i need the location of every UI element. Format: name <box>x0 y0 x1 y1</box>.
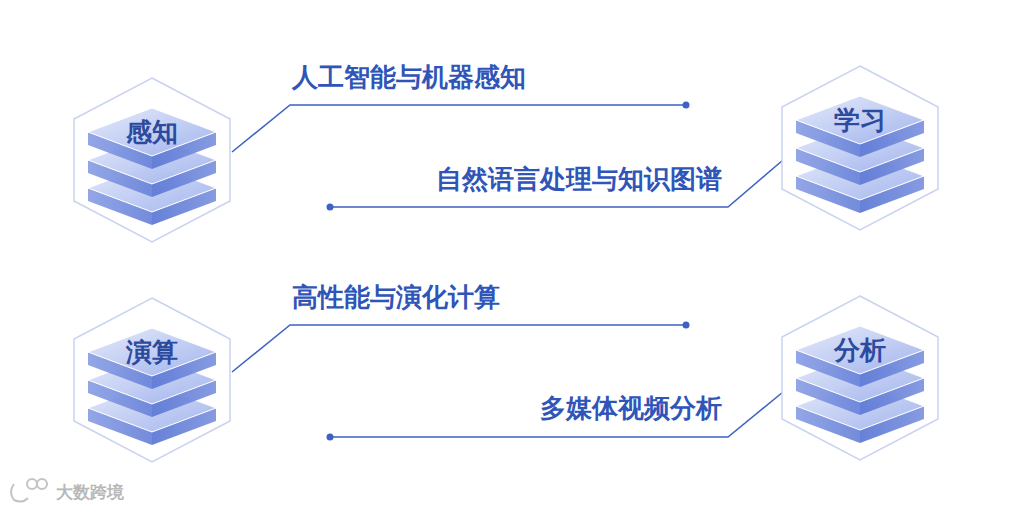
hexagon-border <box>782 66 938 230</box>
leader-line <box>232 105 686 152</box>
node-title: 分析 <box>834 333 886 368</box>
layer-hexagon: 分析 <box>775 293 945 463</box>
node-title: 演算 <box>126 335 178 370</box>
hexagon-outline <box>775 293 945 463</box>
layer-slab <box>796 326 924 387</box>
node-title: 感知 <box>126 115 178 150</box>
leader-dot <box>683 102 690 109</box>
layer-hexagon: 学习 <box>775 63 945 233</box>
topic-label: 自然语言处理与知识图谱 <box>436 164 722 195</box>
leader-line <box>330 160 783 207</box>
hexagon-outline <box>67 295 237 465</box>
leader-line <box>232 325 686 372</box>
hexagon-border <box>782 296 938 460</box>
leader-line <box>330 392 783 437</box>
hexagon-outline <box>775 63 945 233</box>
layer-slab <box>88 108 216 169</box>
node-title: 学习 <box>834 103 886 138</box>
hexagon-border <box>74 298 230 462</box>
leader-dot <box>327 204 334 211</box>
watermark: 大数跨境 <box>56 481 124 504</box>
hexagon-border <box>74 78 230 242</box>
layer-hexagon: 感知 <box>67 75 237 245</box>
topic-label: 高性能与演化计算 <box>292 282 500 313</box>
layer-slab <box>796 96 924 157</box>
topic-label: 人工智能与机器感知 <box>292 62 526 93</box>
leader-dot <box>683 322 690 329</box>
watermark-logo <box>11 479 47 502</box>
topic-label: 多媒体视频分析 <box>540 393 722 424</box>
leader-dot <box>327 434 334 441</box>
hexagon-outline <box>67 75 237 245</box>
layer-hexagon: 演算 <box>67 295 237 465</box>
layer-slab <box>88 328 216 389</box>
